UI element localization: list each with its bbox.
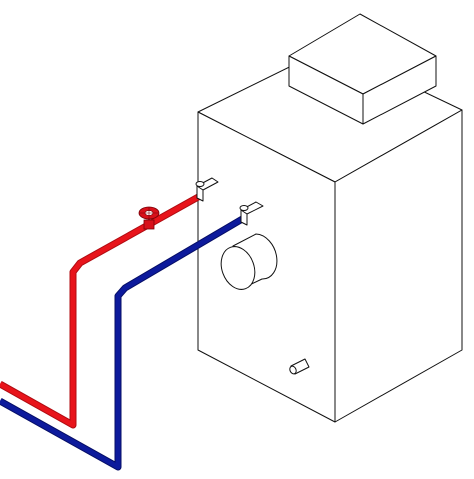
- hot-connector-cap: [195, 181, 205, 187]
- valve-body: [143, 219, 155, 230]
- gate-valve: [138, 206, 160, 230]
- hot-pipe-body: [0, 193, 202, 428]
- cabinet-side-face: [334, 109, 463, 423]
- cold-connector-cap: [239, 205, 249, 211]
- burner-port-face: [220, 246, 256, 290]
- hot-connector-fitting: [195, 177, 219, 202]
- cold-connector-elbow: [240, 201, 264, 215]
- handwheel-valve-icon: [138, 206, 160, 220]
- cold-return-pipe: [0, 214, 246, 471]
- burner-port: [220, 233, 278, 290]
- top-unit-side-face: [362, 55, 437, 125]
- drain-plug-face: [289, 365, 297, 375]
- cold-pipe-body: [0, 215, 246, 470]
- top-unit: [288, 13, 437, 125]
- drain-plug: [289, 358, 310, 375]
- hot-connector-elbow: [196, 177, 219, 191]
- hot-supply-pipe: [0, 192, 202, 429]
- cold-connector-fitting: [239, 201, 264, 226]
- hot-pipe-shadow: [0, 192, 202, 429]
